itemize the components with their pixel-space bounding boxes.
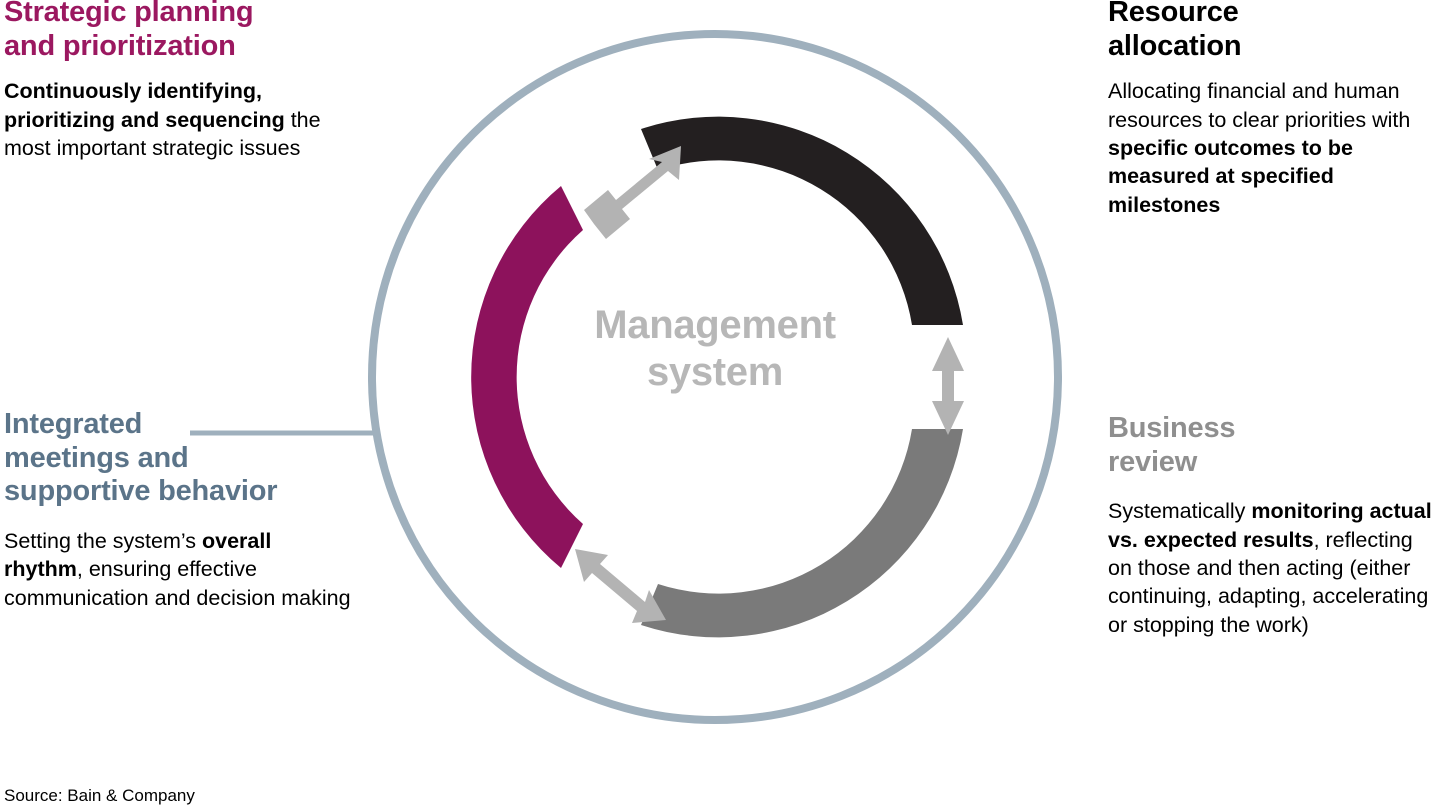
source-note: Source: Bain & Company: [4, 786, 195, 805]
business-body-post: , reflecting on those and then acting (e…: [1108, 527, 1429, 637]
integrated-heading-line3: supportive behavior: [4, 475, 278, 508]
block-strategic-planning: Strategic planning and prioritization Co…: [4, 0, 354, 162]
resource-body-pre: Allocating financial and human resources…: [1108, 79, 1411, 132]
resource-body-bold: specific outcomes to be measured at spec…: [1108, 136, 1353, 217]
center-label-line1: Management: [594, 303, 836, 347]
resource-allocation-arc: [641, 116, 963, 325]
strategic-body-rest: the most important strategic issues: [4, 107, 321, 160]
strategic-heading: Strategic planning and prioritization: [4, 0, 354, 63]
integrated-heading: Integrated meetings and supportive behav…: [4, 408, 356, 509]
resource-body: Allocating financial and human resources…: [1108, 77, 1438, 219]
resource-heading: Resource allocation: [1108, 0, 1438, 63]
integrated-body: Setting the system’s overall rhythm, ens…: [4, 527, 356, 612]
block-resource-allocation: Resource allocation Allocating financial…: [1108, 0, 1438, 219]
strategic-body: Continuously identifying, prioritizing a…: [4, 77, 354, 162]
integrated-heading-line2: meetings and: [4, 441, 189, 474]
business-body-pre: Systematically: [1108, 499, 1252, 524]
arrow-resource-to-business: [932, 337, 964, 435]
business-body-bold: monitoring actual vs. expected results: [1108, 499, 1432, 552]
center-label: Management system: [530, 302, 900, 396]
integrated-body-bold: overall rhythm: [4, 528, 272, 582]
resource-heading-line1: Resource: [1108, 0, 1239, 28]
integrated-heading-line1: Integrated: [4, 408, 143, 440]
integrated-body-post: , ensuring effective communication and d…: [4, 557, 351, 610]
outer-ring-circle: [368, 30, 1062, 724]
business-review-arc: [641, 429, 963, 638]
block-integrated-meetings: Integrated meetings and supportive behav…: [4, 408, 356, 612]
strategic-heading-line2: and prioritization: [4, 29, 236, 62]
block-business-review: Business review Systematically monitorin…: [1108, 412, 1438, 639]
arrow-business-to-strategic: [575, 549, 666, 623]
business-heading-line2: review: [1108, 445, 1198, 478]
integrated-body-pre: Setting the system’s: [4, 528, 202, 553]
strategic-heading-line1: Strategic planning: [4, 0, 254, 28]
strategic-body-bold: Continuously identifying, prioritizing a…: [4, 79, 285, 132]
center-label-line2: system: [646, 350, 784, 395]
strategic-planning-arc: [471, 186, 583, 568]
business-heading: Business review: [1108, 412, 1438, 479]
resource-heading-line2: allocation: [1108, 29, 1242, 62]
arrow-strategic-to-resource: [584, 146, 681, 239]
business-body: Systematically monitoring actual vs. exp…: [1108, 497, 1438, 639]
business-heading-line1: Business: [1108, 412, 1236, 444]
